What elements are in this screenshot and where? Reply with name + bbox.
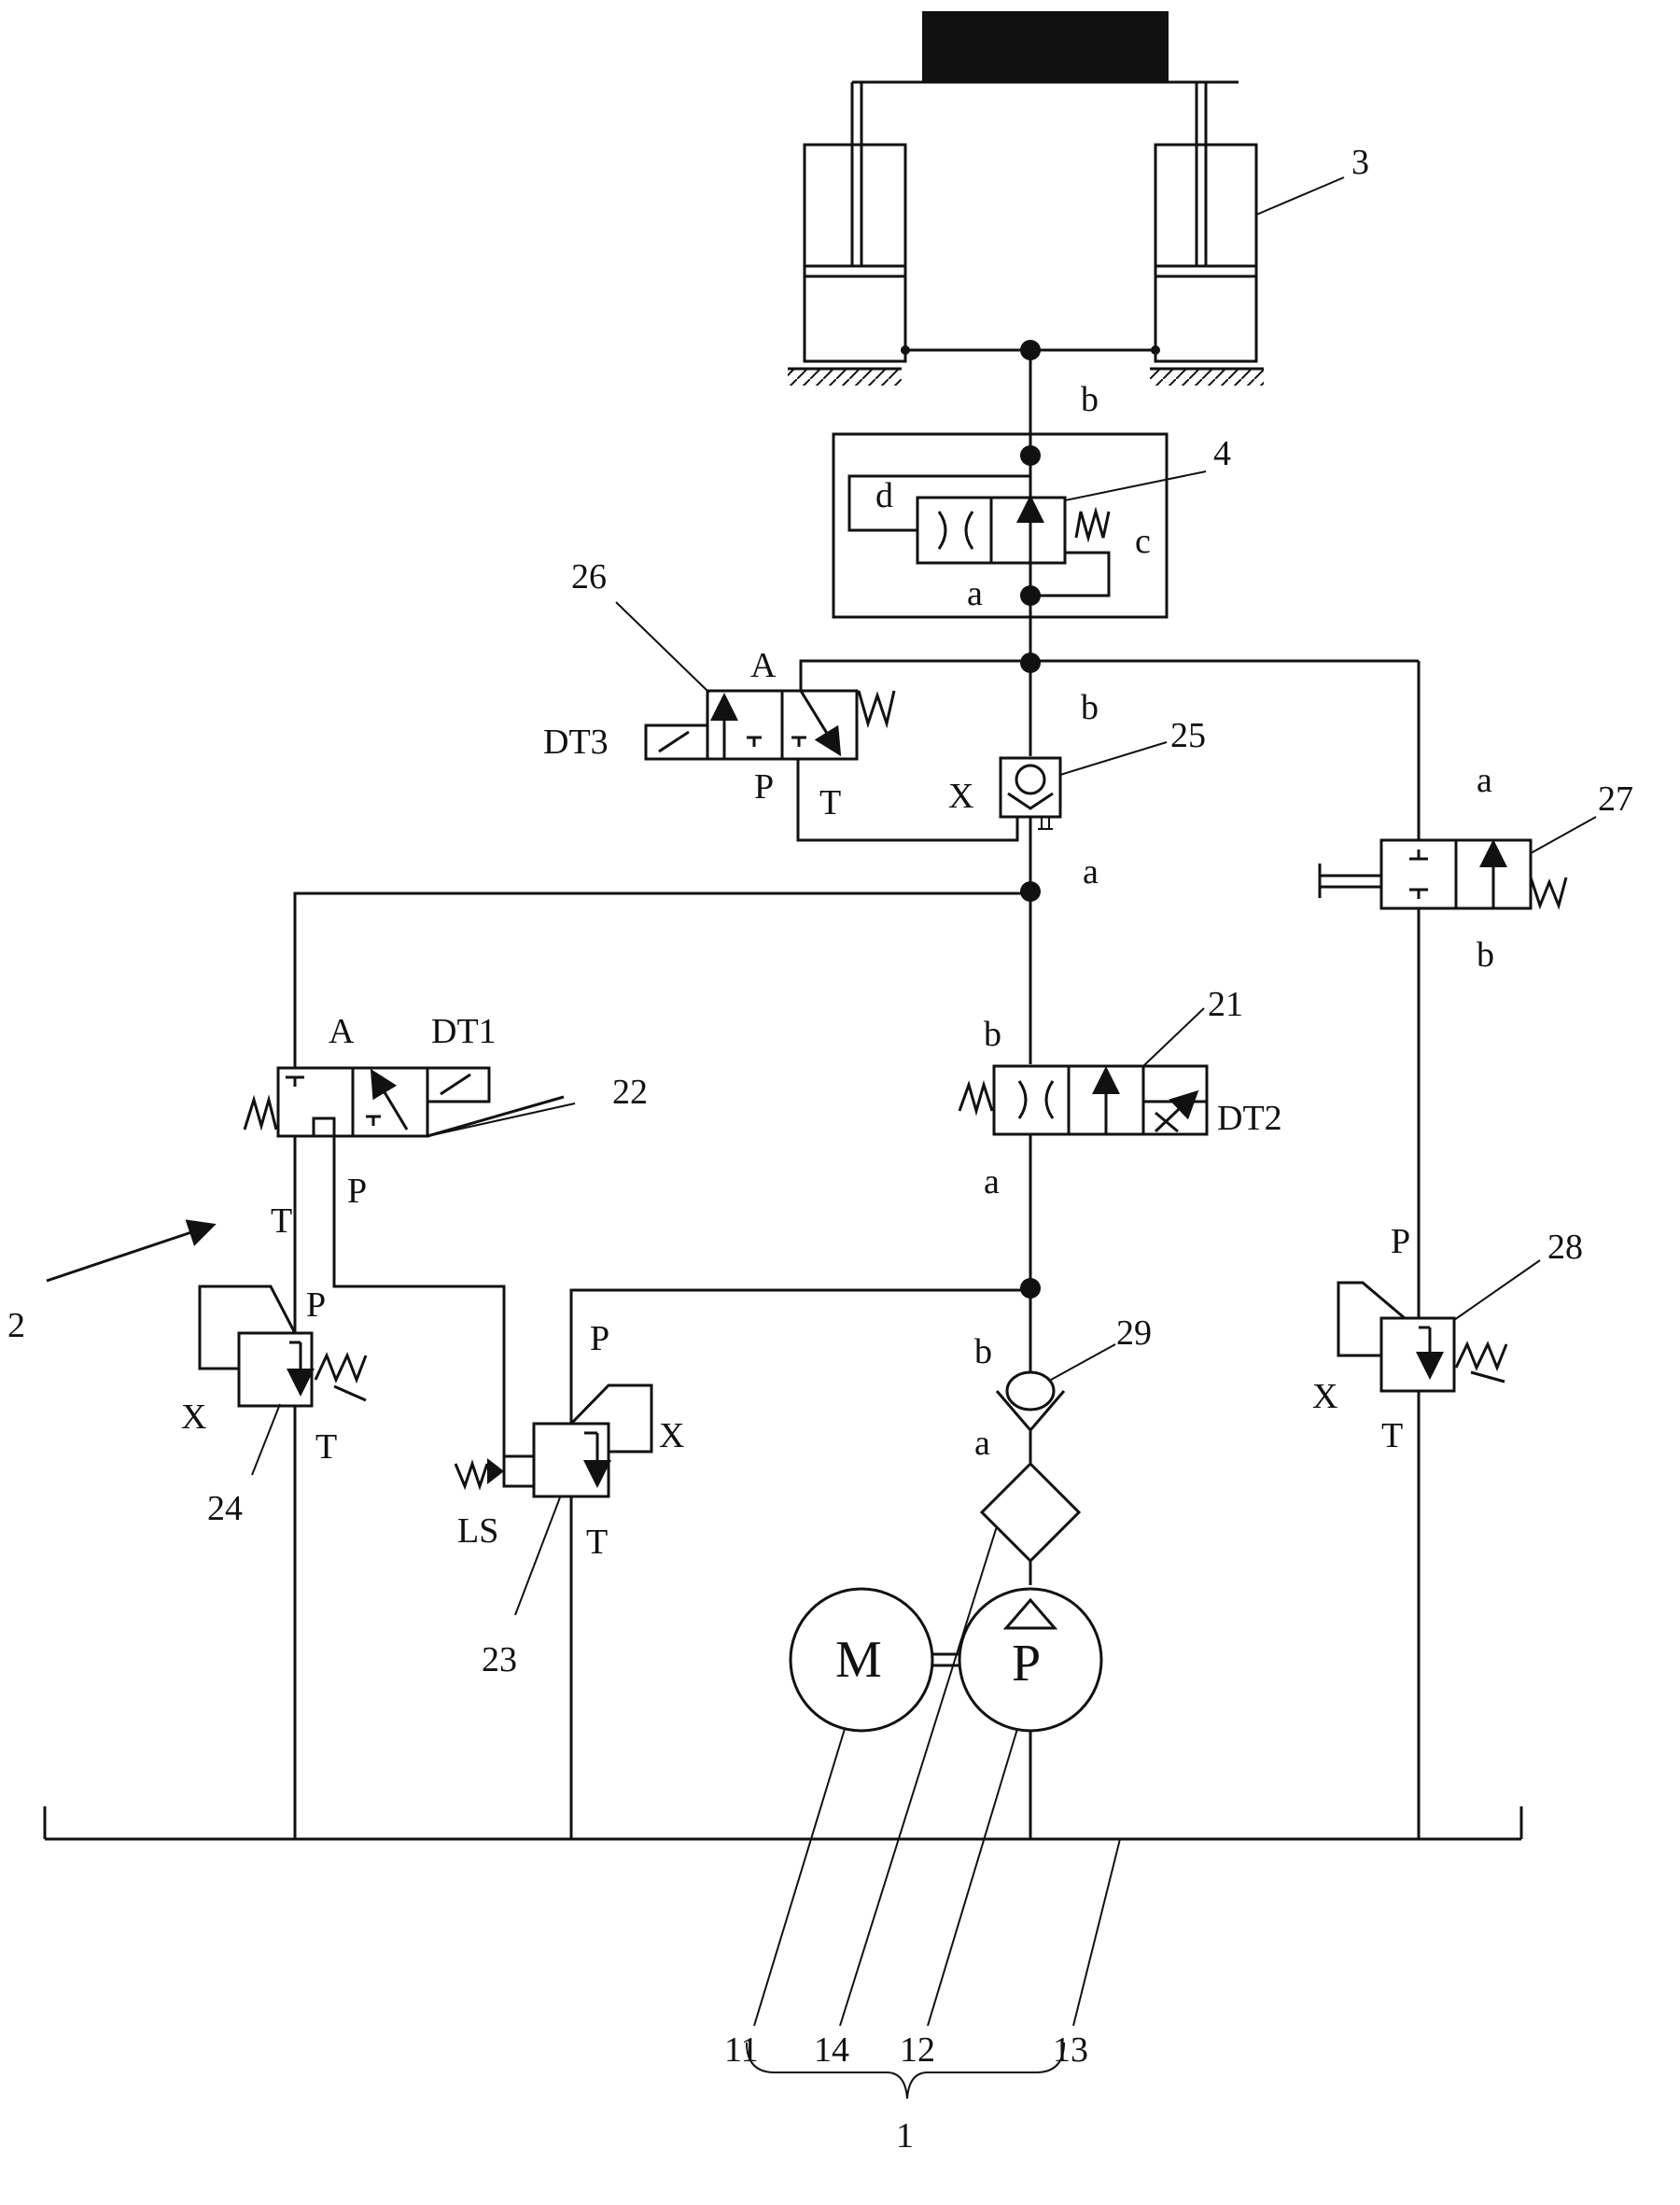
v28-t-label: T: [1381, 1416, 1403, 1455]
callout-4: 4: [1213, 434, 1231, 473]
v29-a-label: a: [974, 1424, 990, 1463]
callout-22: 22: [612, 1073, 648, 1112]
pilot-check-valve-25: [796, 742, 1062, 842]
v23-x-label: X: [659, 1416, 684, 1455]
v28-p-label: P: [1391, 1222, 1410, 1261]
v21-a-label: a: [984, 1162, 1000, 1201]
v21-dt2-label: DT2: [1217, 1099, 1282, 1138]
v24-p-label: P: [306, 1285, 326, 1325]
v22-dt1-label: DT1: [431, 1012, 497, 1051]
callout-25: 25: [1170, 716, 1206, 755]
v24-x-label: X: [181, 1397, 206, 1437]
v23-ls-label: LS: [457, 1511, 498, 1551]
relief-valve-23: [454, 1288, 1030, 1839]
v26-t-label: T: [819, 783, 841, 822]
flow-control-valve-4: d c a: [832, 432, 1169, 619]
v27-a-label: a: [1477, 761, 1492, 800]
motor-11: [789, 1587, 934, 1733]
v27-b-label: b: [1477, 935, 1494, 975]
pump-p-label: P: [1012, 1635, 1041, 1692]
load-platform: [922, 11, 1169, 82]
v28-x-label: X: [1312, 1377, 1337, 1416]
v26-a-label: A: [750, 646, 777, 685]
callout-13: 13: [1053, 2030, 1088, 2070]
v26-dt3-label: DT3: [543, 723, 609, 762]
callout-1: 1: [896, 2116, 914, 2156]
v25-a-label: a: [1083, 852, 1099, 892]
solenoid-valve-26: [644, 659, 1419, 761]
callout-23: 23: [482, 1640, 517, 1679]
callout-14: 14: [814, 2030, 849, 2070]
motor-m-label: M: [835, 1631, 882, 1689]
lift-cylinders: [788, 11, 1264, 386]
check-valve-29: [1005, 1370, 1056, 1411]
v22-p-label: P: [347, 1172, 367, 1211]
callout-21: 21: [1208, 985, 1243, 1024]
v24-t-label: T: [315, 1427, 337, 1467]
v22-a-label: A: [329, 1012, 355, 1051]
proportional-valve-21: [958, 1064, 1209, 1136]
v22-t-label: T: [271, 1201, 292, 1241]
v4-c-label: c: [1135, 522, 1151, 561]
v26-p-label: P: [754, 767, 774, 807]
callout-11: 11: [724, 2030, 759, 2070]
relief-valve-24: [198, 1136, 506, 1839]
v21-b-label: b: [984, 1015, 1001, 1054]
v23-p-label: P: [590, 1319, 609, 1358]
v4-a-label: a: [967, 574, 983, 613]
pump-station: [789, 1290, 1103, 1839]
callout-28: 28: [1547, 1228, 1583, 1267]
v29-b-label: b: [974, 1332, 992, 1371]
v25-b-label: b: [1081, 688, 1099, 727]
v25-x-label: X: [948, 777, 973, 816]
callout-leaders: [46, 176, 1597, 2100]
callout-26: 26: [571, 557, 607, 597]
v4-d-label: d: [875, 476, 893, 515]
callout-29: 29: [1116, 1313, 1152, 1353]
right-branch: [1318, 661, 1568, 1839]
callout-27: 27: [1598, 779, 1633, 819]
callout-12: 12: [900, 2030, 935, 2070]
filter-14: [979, 1461, 1082, 1564]
callout-24: 24: [207, 1489, 243, 1528]
callout-3: 3: [1351, 143, 1369, 182]
tank-line: [43, 1806, 1523, 1841]
left-cylinder: [803, 143, 907, 363]
cyl-b-label: b: [1081, 380, 1099, 419]
callout-2: 2: [7, 1306, 25, 1345]
v23-t-label: T: [586, 1523, 608, 1562]
solenoid-valve-22: [243, 892, 1030, 1138]
